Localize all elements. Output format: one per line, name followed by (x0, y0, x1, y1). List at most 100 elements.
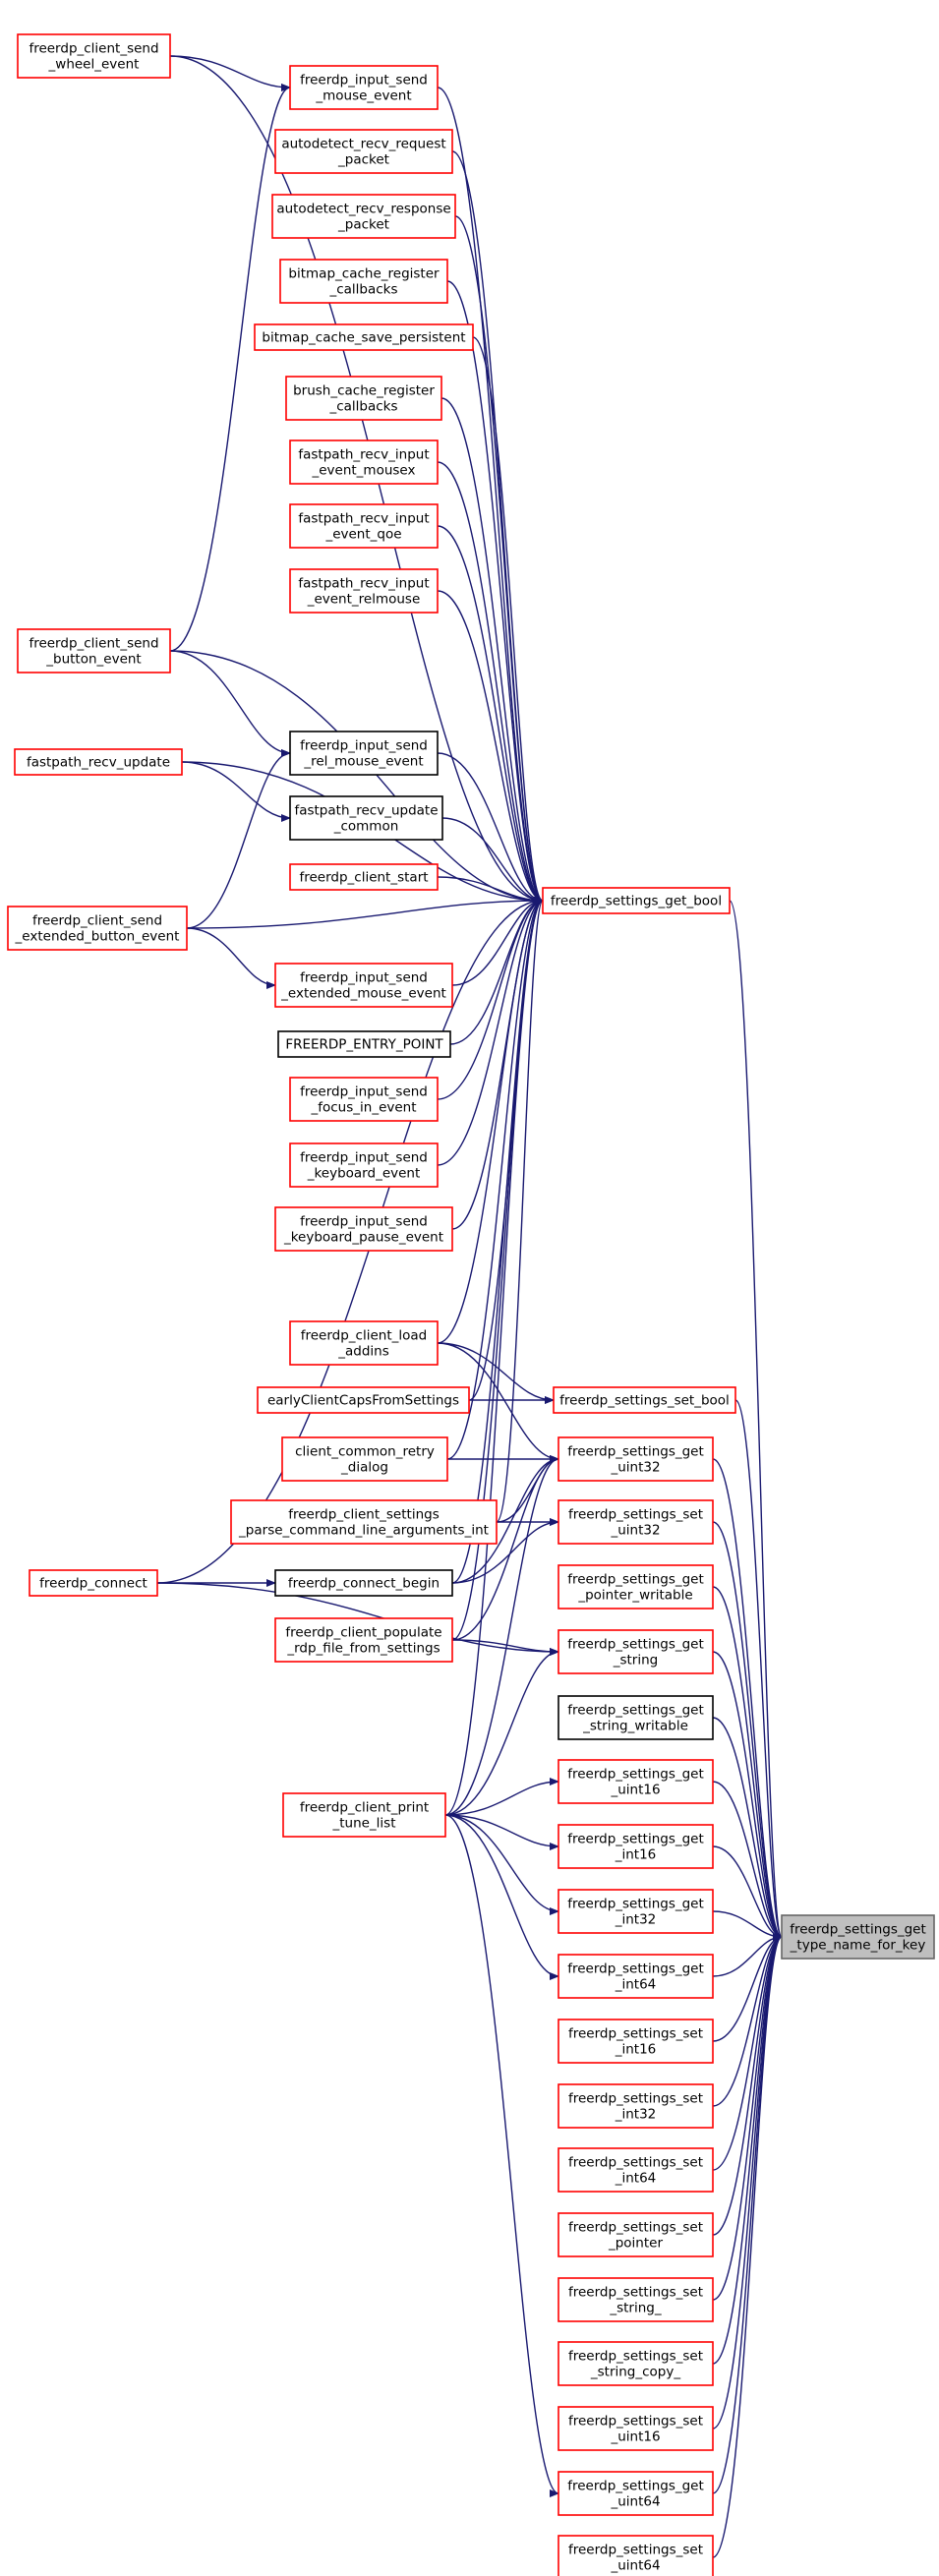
node-fpqoe[interactable]: fastpath_recv_input_event_qoe (289, 503, 439, 549)
node-getbool[interactable]: freerdp_settings_get_bool (542, 887, 731, 914)
node-early[interactable]: earlyClientCapsFromSettings (257, 1386, 470, 1414)
node-label: freerdp_settings_set (568, 2414, 703, 2430)
node-label: freerdp_input_send (300, 1214, 428, 1230)
node-label: _int64 (615, 1977, 657, 1993)
edge-seti16-to-target (712, 1933, 783, 2042)
node-parse[interactable]: freerdp_client_settings_parse_command_li… (230, 1499, 498, 1545)
node-print[interactable]: freerdp_client_print_tune_list (282, 1792, 446, 1838)
node-connect[interactable]: freerdp_connect (29, 1569, 158, 1597)
edge-start-to-getbool (437, 876, 544, 905)
node-strw[interactable]: freerdp_settings_get_string_writable (558, 1695, 714, 1740)
node-label: _tune_list (331, 1816, 395, 1832)
node-geti64[interactable]: freerdp_settings_get_int64 (558, 1954, 714, 1999)
node-wheel[interactable]: freerdp_client_send_wheel_event (17, 33, 171, 79)
node-seti64[interactable]: freerdp_settings_set_int64 (558, 2147, 714, 2193)
node-kbpause[interactable]: freerdp_input_send_keyboard_pause_event (274, 1206, 453, 1252)
node-box (274, 1206, 453, 1252)
node-seti32[interactable]: freerdp_settings_set_int32 (558, 2083, 714, 2129)
edge-print-to-getu16 (444, 1778, 559, 1816)
node-label: fastpath_recv_update (294, 803, 438, 819)
node-box (289, 503, 439, 549)
edge-brush-to-getbool (440, 397, 544, 905)
node-label: freerdp_settings_get (567, 1572, 704, 1588)
node-getstr[interactable]: freerdp_settings_get_string (558, 1629, 714, 1674)
node-box (558, 1889, 714, 1934)
node-getu16[interactable]: freerdp_settings_get_uint16 (558, 1759, 714, 1804)
node-box (17, 628, 171, 673)
node-box (558, 1824, 714, 1869)
edge-button-to-getbool (169, 650, 544, 905)
edge-load-to-getu32 (437, 1342, 559, 1463)
node-start[interactable]: freerdp_client_start (289, 863, 439, 891)
node-box (274, 129, 453, 174)
node-geti32[interactable]: freerdp_settings_get_int32 (558, 1889, 714, 1934)
node-setu16[interactable]: freerdp_settings_set_uint16 (558, 2406, 714, 2451)
node-focus[interactable]: freerdp_input_send_focus_in_event (289, 1077, 439, 1122)
node-setu64[interactable]: freerdp_settings_set_uint64 (558, 2535, 714, 2576)
edge-extbtn-to-relmouse (186, 749, 291, 929)
node-label: freerdp_settings_set (568, 2155, 703, 2171)
node-populate[interactable]: freerdp_client_populate_rdp_file_from_se… (274, 1617, 453, 1663)
node-label: freerdp_client_send (29, 41, 158, 57)
edge-button-to-relmouse (169, 650, 291, 757)
node-box (558, 2471, 714, 2516)
node-button[interactable]: freerdp_client_send_button_event (17, 628, 171, 673)
node-setstr[interactable]: freerdp_settings_set_string_ (558, 2277, 714, 2322)
node-getu64[interactable]: freerdp_settings_get_uint64 (558, 2471, 714, 2516)
node-box (558, 1954, 714, 1999)
node-fprel[interactable]: fastpath_recv_input_event_relmouse (289, 568, 439, 614)
node-retry[interactable]: client_common_retry_dialog (281, 1436, 448, 1482)
node-setstrc[interactable]: freerdp_settings_set_string_copy_ (558, 2341, 714, 2386)
node-getu32[interactable]: freerdp_settings_get_uint32 (558, 1436, 714, 1482)
node-box (289, 568, 439, 614)
node-setptr[interactable]: freerdp_settings_set_pointer (558, 2212, 714, 2257)
node-box (558, 2277, 714, 2322)
node-label: _uint32 (610, 1460, 660, 1476)
node-label: freerdp_settings_get (567, 1444, 704, 1460)
node-fpupdc[interactable]: fastpath_recv_update_common (289, 795, 443, 841)
node-ptrw[interactable]: freerdp_settings_get_pointer_writable (558, 1564, 714, 1610)
node-box (558, 1564, 714, 1610)
node-seti16[interactable]: freerdp_settings_set_int16 (558, 2019, 714, 2064)
node-box (558, 2341, 714, 2386)
node-box (274, 1569, 453, 1597)
node-label: _mouse_event (315, 88, 411, 104)
edge-setstr-to-target (712, 1933, 783, 2301)
node-extbtn[interactable]: freerdp_client_send_extended_button_even… (7, 906, 188, 951)
node-box (558, 2083, 714, 2129)
node-cbegin[interactable]: freerdp_connect_begin (274, 1569, 453, 1597)
node-setu32[interactable]: freerdp_settings_set_uint32 (558, 1499, 714, 1545)
node-box (289, 439, 439, 485)
edge-strw-to-target (712, 1717, 783, 1941)
edge-adresp-to-getbool (454, 215, 544, 905)
node-fpmousex[interactable]: fastpath_recv_input_event_mousex (289, 439, 439, 485)
node-adresp[interactable]: autodetect_recv_response_packet (271, 194, 456, 239)
node-brush[interactable]: brush_cache_register_callbacks (285, 376, 442, 421)
edge-getu16-to-target (712, 1781, 783, 1941)
edge-print-to-getu32 (444, 1455, 559, 1816)
node-box (279, 259, 448, 304)
node-entry[interactable]: FREERDP_ENTRY_POINT (277, 1030, 451, 1058)
node-bmreg[interactable]: bitmap_cache_register_callbacks (279, 259, 448, 304)
node-label: bitmap_cache_register (288, 266, 440, 282)
edge-load-to-setbool (437, 1342, 555, 1404)
node-relmouse[interactable]: freerdp_input_send_rel_mouse_event (289, 731, 439, 776)
node-box (558, 1695, 714, 1740)
edge-getu32-to-target (712, 1458, 783, 1941)
edge-connect-to-getstr (156, 1582, 559, 1656)
node-target: freerdp_settings_get_type_name_for_key (781, 1914, 935, 1960)
node-bmsave[interactable]: bitmap_cache_save_persistent (254, 323, 474, 351)
node-setbool[interactable]: freerdp_settings_set_bool (553, 1386, 736, 1414)
node-load[interactable]: freerdp_client_load_addins (289, 1320, 439, 1366)
node-fpupd[interactable]: fastpath_recv_update (14, 748, 183, 776)
node-label: _keyboard_pause_event (283, 1230, 443, 1246)
node-box (271, 194, 456, 239)
node-mouse[interactable]: freerdp_input_send_mouse_event (289, 65, 439, 110)
edge-print-to-getu64 (444, 1814, 559, 2497)
node-box (558, 2019, 714, 2064)
node-extmouse[interactable]: freerdp_input_send_extended_mouse_event (274, 963, 453, 1008)
node-box (17, 33, 171, 79)
node-geti16[interactable]: freerdp_settings_get_int16 (558, 1824, 714, 1869)
node-adreq[interactable]: autodetect_recv_request_packet (274, 129, 453, 174)
node-keyboard[interactable]: freerdp_input_send_keyboard_event (289, 1142, 439, 1188)
